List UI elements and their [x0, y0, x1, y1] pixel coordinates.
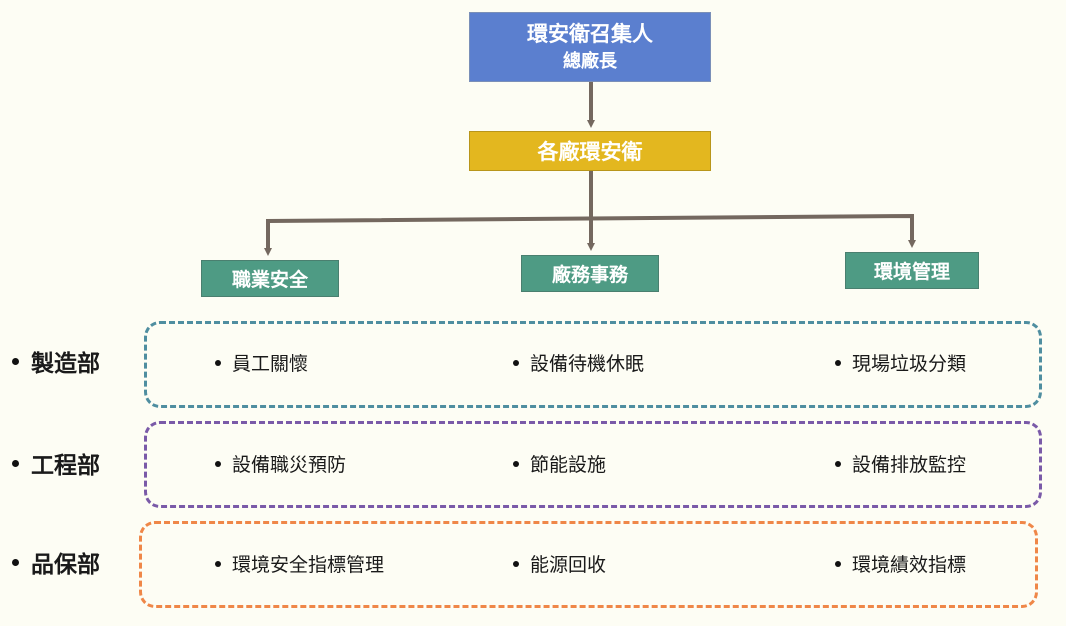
branch-label: 職業安全	[231, 269, 308, 291]
department-item: 設備排放監控	[835, 450, 966, 477]
bullet-icon	[513, 359, 519, 366]
root-subtitle: 總廠長	[563, 51, 617, 72]
department-item: 員工關懷	[215, 349, 308, 376]
bullet-icon	[835, 460, 841, 467]
connector-horizontal-bar	[266, 213, 914, 250]
root-node: 環安衛召集人 總廠長	[469, 12, 711, 82]
department-item: 設備職災預防	[215, 450, 346, 477]
branch-node-occupational-safety: 職業安全	[201, 260, 339, 297]
department-name: 品保部	[31, 552, 100, 578]
department-item: 節能設施	[513, 450, 606, 477]
department-item: 環境績效指標	[835, 550, 966, 577]
bullet-icon	[513, 560, 519, 567]
bullet-icon	[215, 460, 221, 467]
item-text: 設備待機休眠	[530, 353, 645, 375]
middle-node: 各廠環安衛	[469, 131, 711, 171]
department-label-manufacturing: 製造部	[12, 344, 100, 378]
bullet-icon	[12, 357, 19, 365]
bullet-icon	[513, 460, 519, 467]
item-text: 設備職災預防	[232, 454, 347, 476]
middle-label: 各廠環安衛	[537, 140, 643, 164]
bullet-icon	[12, 558, 19, 566]
item-text: 員工關懷	[232, 353, 309, 375]
department-box-engineering	[144, 421, 1042, 508]
department-name: 製造部	[31, 351, 100, 377]
department-box-quality-assurance	[139, 521, 1038, 608]
bullet-icon	[835, 560, 841, 567]
branch-label: 環境管理	[873, 261, 950, 283]
item-text: 節能設施	[530, 454, 607, 476]
branch-label: 廠務事務	[551, 264, 628, 286]
item-text: 能源回收	[530, 554, 607, 576]
branch-node-plant-affairs: 廠務事務	[521, 255, 659, 292]
department-item: 能源回收	[513, 550, 606, 577]
item-text: 環境安全指標管理	[232, 554, 385, 576]
department-item: 現場垃圾分類	[835, 349, 966, 376]
department-box-manufacturing	[144, 321, 1042, 408]
department-name: 工程部	[31, 453, 100, 479]
bullet-icon	[12, 459, 19, 467]
department-label-engineering: 工程部	[12, 446, 100, 480]
branch-node-environment-management: 環境管理	[845, 252, 979, 289]
root-title: 環安衛召集人	[527, 22, 653, 46]
bullet-icon	[215, 560, 221, 567]
department-item: 環境安全指標管理	[215, 550, 384, 577]
item-text: 環境績效指標	[852, 554, 967, 576]
item-text: 現場垃圾分類	[852, 353, 967, 375]
department-label-quality-assurance: 品保部	[12, 545, 100, 579]
bullet-icon	[835, 359, 841, 366]
bullet-icon	[215, 359, 221, 366]
item-text: 設備排放監控	[852, 454, 967, 476]
department-item: 設備待機休眠	[513, 349, 644, 376]
